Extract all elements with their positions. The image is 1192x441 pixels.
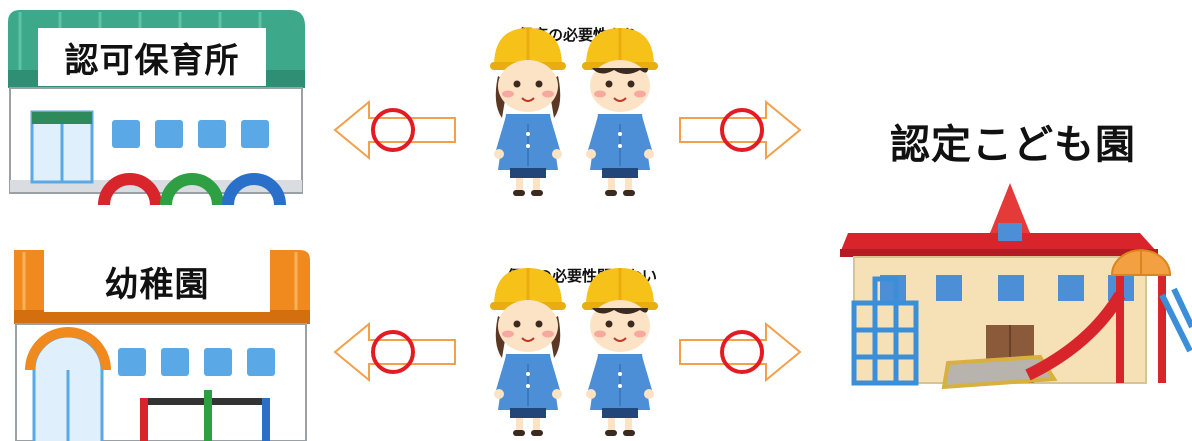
child-boy-bottom [580,266,660,438]
children-top [488,26,660,198]
nursery-label: 認可保育所 [38,28,266,86]
circle-mark-bottom-right [720,330,764,374]
slide [1025,249,1192,383]
circle-mark-top-left [371,108,415,152]
children-bottom [488,266,660,438]
nursery-building: 認可保育所 [0,0,320,206]
circle-mark-top-right [720,108,764,152]
kodomoen-building [840,175,1192,441]
jungle-gym [851,276,919,386]
arrow-top-left [334,101,456,159]
kodomoen-title: 認定こども園 [890,122,1136,168]
child-girl-top [488,26,568,198]
child-girl-bottom [488,266,568,438]
child-boy-top [580,26,660,198]
arrow-top-right [679,101,801,159]
arrow-bottom-left [334,323,456,381]
kindergarten-building: 幼稚園 [0,240,320,441]
kindergarten-label: 幼稚園 [44,250,270,312]
arrow-bottom-right [679,323,801,381]
kodomoen-illustration [840,183,1192,390]
circle-mark-bottom-left [371,330,415,374]
